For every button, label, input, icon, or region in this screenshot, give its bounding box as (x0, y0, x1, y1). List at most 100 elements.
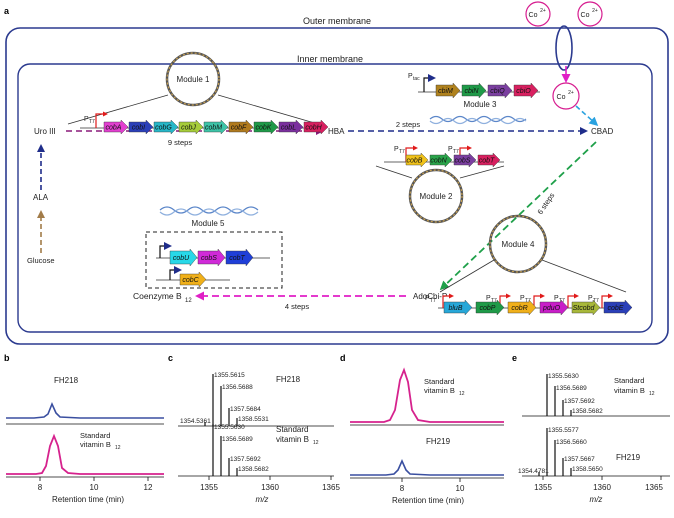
svg-text:T7: T7 (430, 298, 436, 304)
gene-label-cobl: cobL (281, 125, 296, 132)
gene-arrow-cbiq (487, 82, 513, 99)
cobalt-ion-out-2: Co 2+ (577, 1, 603, 27)
svg-text:Module 4: Module 4 (502, 240, 535, 249)
panel-d-top-sub: 12 (459, 391, 465, 397)
gene-label-cobc: cobC (182, 277, 199, 284)
gene-arrow-cobi (128, 119, 154, 135)
svg-text:T7: T7 (453, 149, 459, 155)
panel-c-bottom-peak-1: 1355.5630 (214, 424, 245, 431)
gene-arrow-cobm (203, 119, 229, 135)
panel-b-sample-trace (6, 401, 164, 419)
panel-c-tick-1360: 1360 (261, 483, 279, 492)
panel-e-top-label-2: vitamin B (614, 386, 645, 395)
gene-arrow-cobf (228, 119, 254, 135)
panel-b-tick-12: 12 (144, 483, 153, 492)
panel-c-top-peak-5: 1354.5361 (180, 418, 211, 425)
gene-arrow-cobb (405, 152, 429, 168)
gene-label-cobg: cobG (155, 125, 172, 132)
gene-label-stcobd: Stcobd (573, 305, 596, 312)
svg-text:Module 2: Module 2 (420, 192, 453, 201)
panel-e-top-label-1: Standard (614, 376, 644, 385)
inner-membrane (17, 63, 653, 333)
panel-c-top-peak-3: 1357.5684 (230, 406, 261, 413)
panel-b-chart: FH218 Standard vitamin B 12 8 10 12 Rete… (6, 376, 164, 504)
panel-d-standard-trace (350, 367, 504, 423)
panel-c-top-peak-2: 1356.5688 (222, 384, 253, 391)
gene-arrow-cobk (253, 119, 279, 135)
gene-label-cbiq: cbiQ (490, 88, 505, 95)
panel-label-d: d (340, 353, 346, 363)
gene-arrow-blub (443, 299, 473, 316)
module-4-promoter-3: P T7 (520, 293, 545, 308)
panel-c-bottom-peak-4: 1358.5682 (238, 466, 269, 473)
panel-b-standard-trace (6, 433, 164, 475)
gene-arrow-cobe (603, 299, 633, 316)
panel-c-chart: FH218 1355.5615 1356.5688 1357.5684 1358… (178, 372, 340, 504)
gene-label-pduo: pduO (542, 305, 561, 312)
svg-text:P: P (588, 295, 593, 302)
panel-c-bottom-peak-3: 1357.5692 (230, 456, 261, 463)
svg-text:T7: T7 (525, 298, 531, 304)
panel-b-xlabel: Retention time (min) (52, 495, 124, 504)
panel-e-top-peak-4: 1358.5682 (572, 408, 603, 415)
panel-e-bottom-peak-3: 1357.5667 (564, 456, 595, 463)
metabolite-glucose: Glucose (27, 256, 55, 265)
panel-label-a: a (4, 6, 10, 16)
svg-text:Coenzyme B: Coenzyme B (133, 291, 182, 301)
svg-text:P: P (486, 295, 491, 302)
gene-arrow-cobn (429, 152, 453, 168)
svg-text:Module 3: Module 3 (464, 100, 497, 109)
panel-e-tick-1365: 1365 (645, 483, 663, 492)
panel-c-bottom-peak-2: 1356.5689 (222, 436, 253, 443)
panel-c-bottom-label-2: vitamin B (276, 435, 309, 444)
cbad-to-adocbi-arrow (439, 141, 597, 291)
svg-text:2+: 2+ (592, 8, 598, 14)
outer-membrane-label: Outer membrane (303, 16, 371, 26)
panel-label-e: e (512, 353, 517, 363)
svg-text:P: P (408, 73, 413, 80)
gene-label-cobs: cobS (455, 158, 471, 165)
panel-e-tick-1360: 1360 (593, 483, 611, 492)
gene-arrow-cobh (303, 119, 329, 135)
gene-label-cobt: cobT (479, 158, 495, 165)
panel-b-tick-8: 8 (38, 483, 43, 492)
panel-b-std-label-2: vitamin B (80, 440, 111, 449)
panel-c-xlabel: m/z (256, 495, 269, 504)
panel-d-xlabel: Retention time (min) (392, 496, 464, 505)
gene-label-cobu: cobU (173, 255, 190, 262)
gene-label-cobe: cobE (608, 305, 624, 312)
steps-9: 9 steps (168, 138, 192, 147)
cobalt-ion-in: Co 2+ (552, 82, 580, 110)
svg-text:Module 5: Module 5 (192, 219, 225, 228)
panel-c-tick-1365: 1365 (322, 483, 340, 492)
panel-e-bottom-label: FH219 (616, 453, 641, 462)
metabolite-adocbi-p: AdoCbi-P (413, 292, 447, 301)
gene-arrow-cobu (169, 248, 198, 267)
svg-text:T7: T7 (491, 298, 497, 304)
gene-label-cbio: cbiO (516, 88, 531, 95)
gene-arrow-cobl (278, 119, 304, 135)
metabolite-uro-iii: Uro III (34, 127, 56, 136)
panel-e-xlabel: m/z (590, 495, 603, 504)
panel-d-sample-trace (350, 459, 504, 476)
panel-b-std-label-1: Standard (80, 431, 110, 440)
svg-text:Co: Co (557, 94, 566, 101)
gene-arrow-cobs (197, 248, 226, 267)
gene-label-cobm: cobM (205, 125, 222, 132)
steps-6: 6 steps (535, 191, 556, 216)
svg-text:Co: Co (529, 12, 538, 19)
panel-e-bottom-peak-1: 1355.5577 (548, 427, 579, 434)
panel-e-chart: Standard vitamin B 12 1355.5630 1356.568… (518, 373, 670, 504)
gene-label-cbin: cbiN (464, 88, 479, 95)
steps-4: 4 steps (285, 302, 309, 311)
gene-arrow-cobj (178, 119, 204, 135)
gene-arrow-cobp (475, 299, 505, 316)
panel-e-bottom-peak-5: 1354.4781 (518, 468, 549, 475)
outer-membrane (5, 27, 669, 345)
metabolite-hba: HBA (328, 127, 345, 136)
gene-label-cobt: cobT (229, 255, 245, 262)
gene-label-cobs: cobS (201, 255, 217, 262)
inner-membrane-label: Inner membrane (297, 54, 363, 64)
panel-d-chart: Standard vitamin B 12 FH219 8 10 Retenti… (350, 367, 504, 505)
gene-label-cobk: cobK (256, 125, 272, 132)
